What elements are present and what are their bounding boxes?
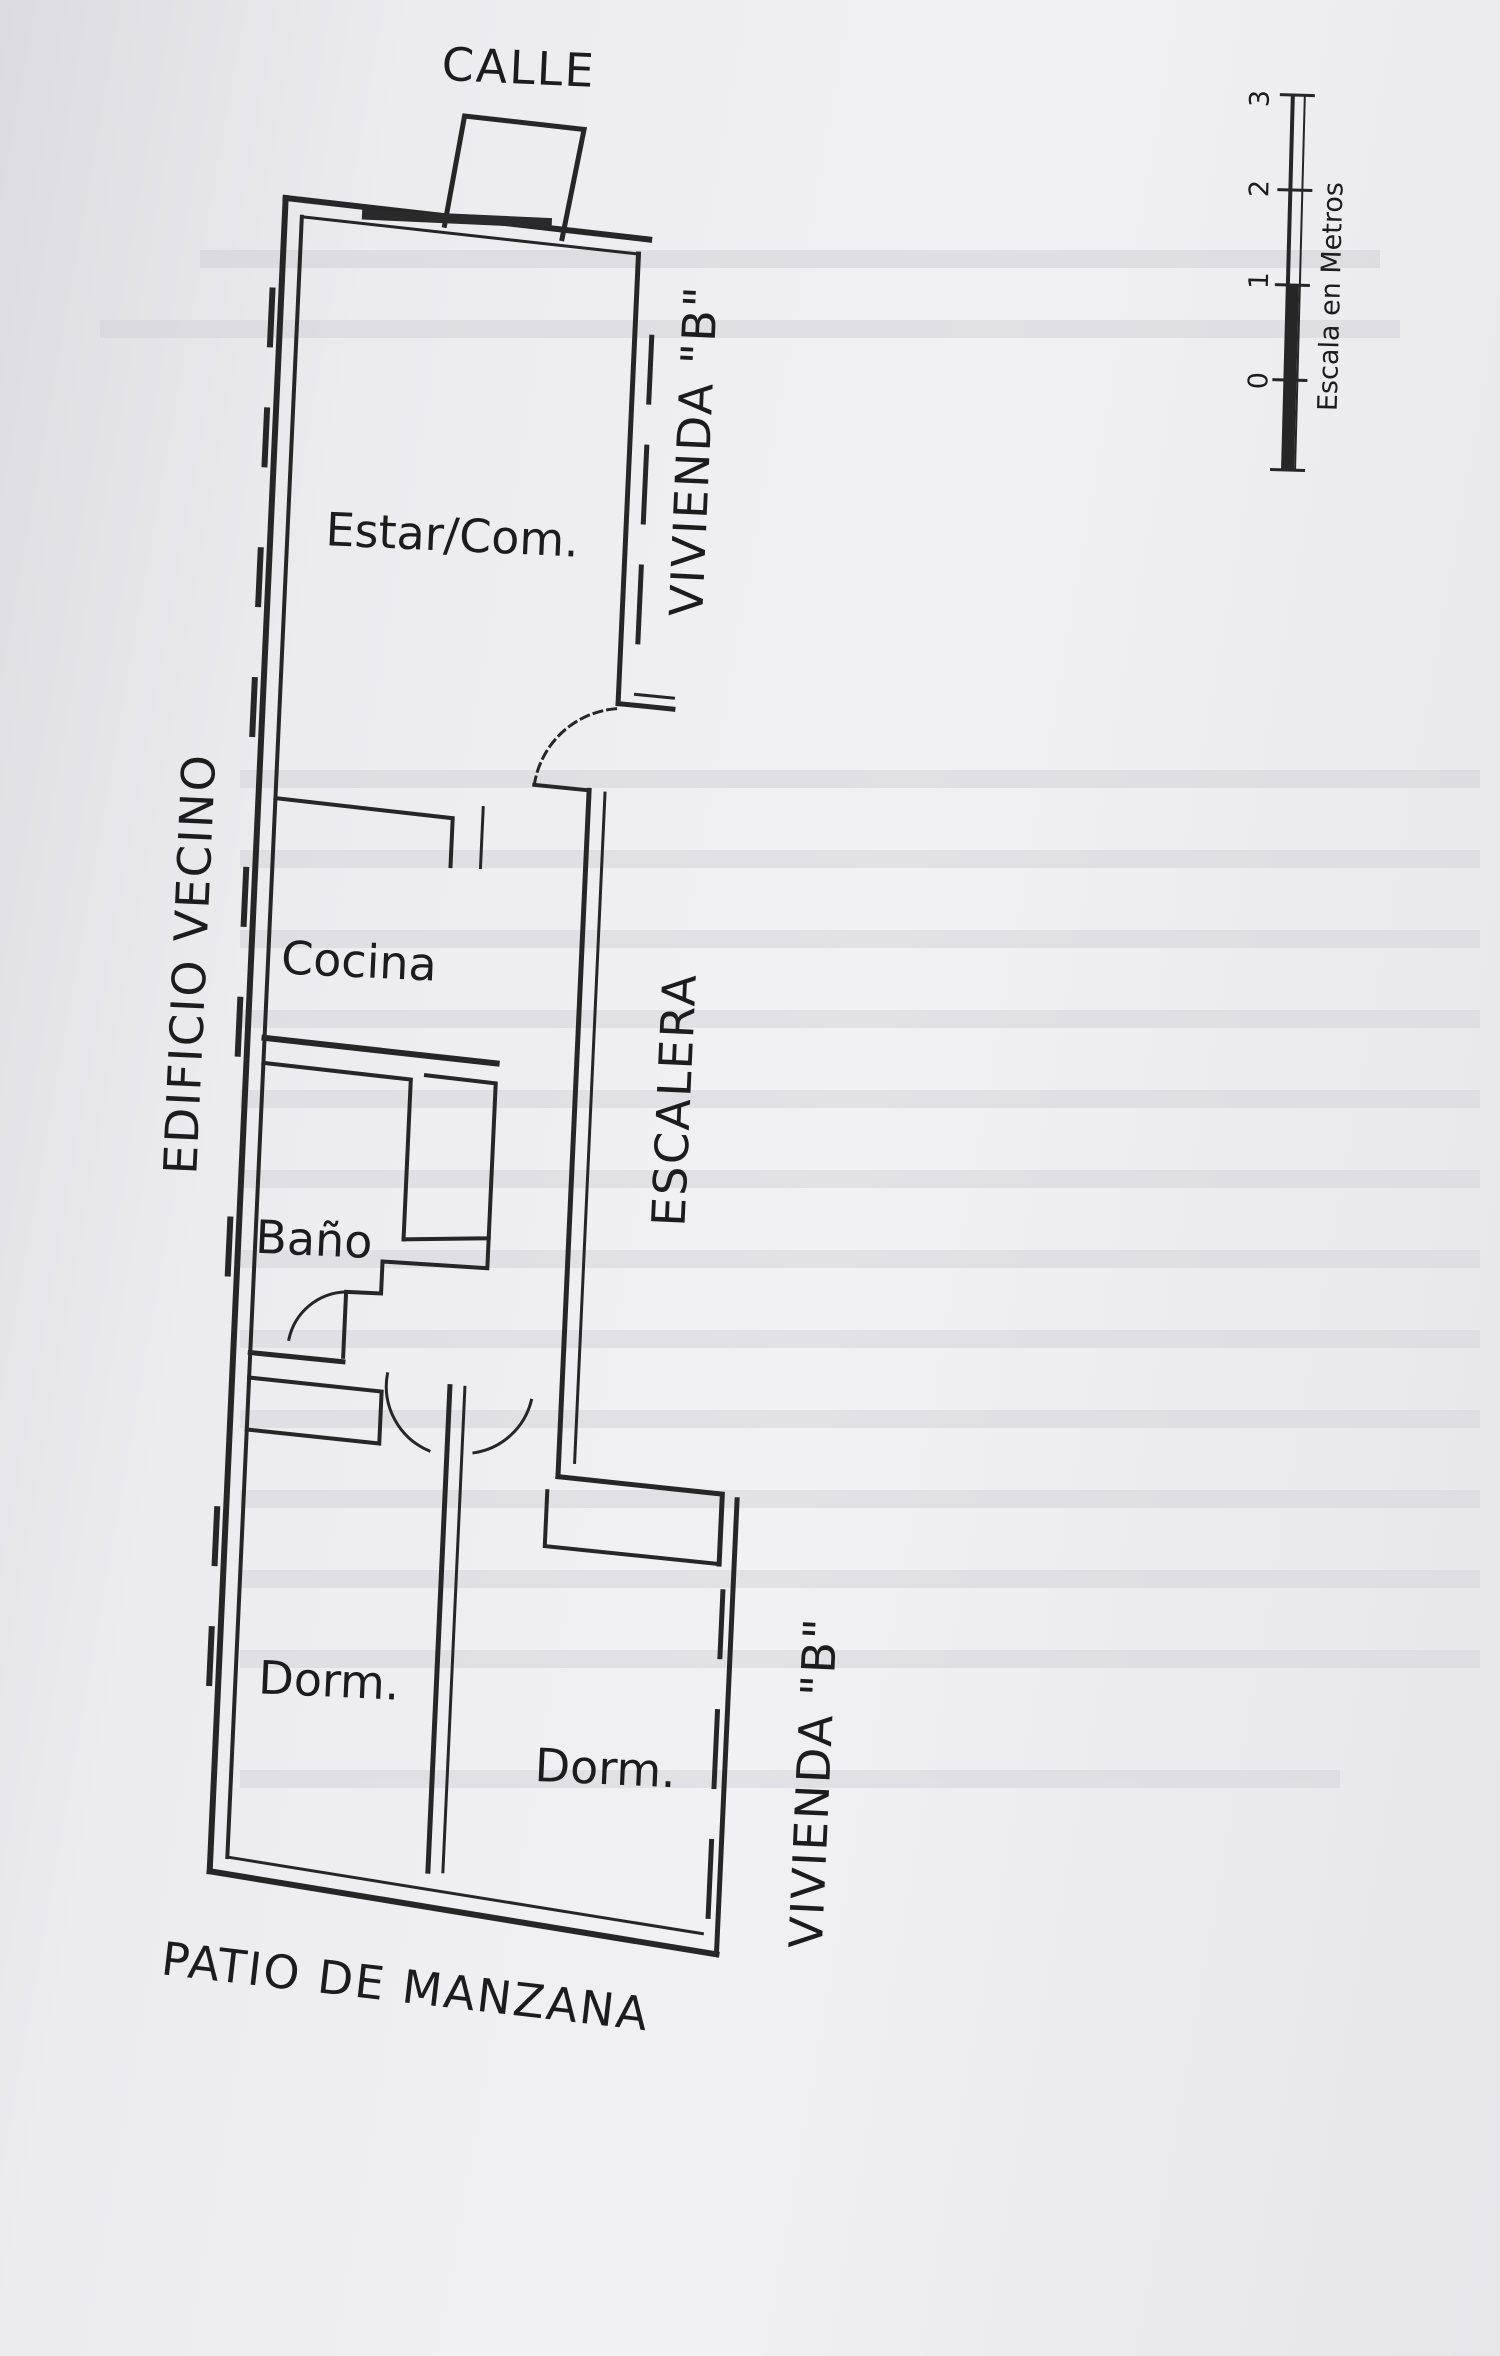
room-label-kitchen: Cocina bbox=[280, 931, 438, 992]
ghost-line bbox=[240, 1570, 1480, 1588]
wall-neighbor-outer bbox=[206, 194, 289, 1875]
ghost-line bbox=[240, 1330, 1480, 1348]
wardrobe-left bbox=[244, 1375, 384, 1446]
wall-dash bbox=[249, 676, 258, 738]
wall-kitchen-top bbox=[273, 795, 455, 869]
wall-dash bbox=[240, 866, 250, 927]
wall-window-sill bbox=[361, 209, 553, 229]
scale-tick bbox=[1274, 283, 1310, 288]
wall-dash bbox=[646, 334, 655, 405]
neighbor-wall-dashes bbox=[206, 287, 276, 1687]
room-label-bedroom-left: Dorm. bbox=[257, 1650, 400, 1710]
label-neighbor-building: EDIFICIO VECINO bbox=[153, 752, 226, 1175]
room-label-living: Estar/Com. bbox=[324, 502, 580, 567]
wall-dash bbox=[234, 996, 244, 1057]
scale-tick-label-0: 0 bbox=[1243, 372, 1274, 390]
scale-tick-label-1: 1 bbox=[1244, 272, 1275, 290]
entrance-door-jamb bbox=[532, 782, 592, 793]
ghost-line bbox=[240, 1090, 1480, 1108]
ghost-line bbox=[240, 1490, 1480, 1508]
scale-tick bbox=[1279, 93, 1315, 98]
wall-bedrooms-divider-inner bbox=[441, 1385, 467, 1874]
entrance-door-arc bbox=[532, 706, 620, 787]
bedroom-door-arc-left bbox=[384, 1372, 431, 1453]
wall-stairs-inner bbox=[573, 791, 607, 1464]
wall-dash bbox=[206, 1625, 215, 1687]
wall-courtyard-outer bbox=[206, 1867, 720, 1958]
wall-right-bedroom-top bbox=[555, 1473, 725, 1567]
scale-bar-fill bbox=[1284, 284, 1299, 471]
ghost-line bbox=[240, 930, 1480, 948]
wall-vivienda-b-upper bbox=[615, 251, 642, 707]
wall-stairs bbox=[555, 787, 592, 1480]
room-label-bath: Baño bbox=[254, 1210, 373, 1269]
ghost-line bbox=[100, 320, 1400, 338]
bath-door-arc bbox=[287, 1290, 348, 1342]
ghost-line bbox=[240, 1650, 1480, 1668]
wall-dash bbox=[705, 1838, 715, 1920]
wall-bath-step bbox=[341, 1236, 491, 1359]
wall-living-corner bbox=[615, 700, 676, 712]
ghost-line bbox=[240, 1170, 1480, 1188]
label-stairs: ESCALERA bbox=[641, 971, 706, 1227]
wall-dash bbox=[640, 444, 650, 525]
ghost-line bbox=[240, 1410, 1480, 1428]
ghost-line bbox=[240, 770, 1480, 788]
ghost-line bbox=[240, 1770, 1340, 1788]
scale-bar-axis-inner bbox=[1294, 95, 1306, 471]
scale-bar: 0 1 2 3 Escala en Metros bbox=[1243, 90, 1350, 472]
wall-bath-bottom bbox=[247, 1349, 346, 1365]
wardrobe-right bbox=[542, 1489, 722, 1567]
wall-courtyard-inner bbox=[225, 1855, 705, 1936]
wall-kitchen-bottom bbox=[261, 1034, 500, 1067]
wall-dash bbox=[711, 1709, 721, 1790]
label-street: CALLE bbox=[441, 37, 597, 98]
scale-tick bbox=[1277, 188, 1313, 193]
wall-dash bbox=[635, 564, 644, 645]
wall-bedrooms-divider bbox=[425, 1384, 453, 1874]
ghost-line bbox=[240, 1250, 1480, 1268]
scale-tick bbox=[1272, 378, 1308, 382]
ghost-line bbox=[200, 250, 1380, 268]
room-label-bedroom-right: Dorm. bbox=[534, 1738, 677, 1798]
street-balcony bbox=[441, 113, 588, 242]
wall-dash bbox=[224, 1216, 234, 1277]
wall-vivienda-b-lower bbox=[713, 1497, 740, 1957]
scale-tick-label-3: 3 bbox=[1245, 90, 1276, 108]
scale-bar-axis bbox=[1281, 94, 1295, 470]
scale-tick-label-2: 2 bbox=[1244, 180, 1275, 198]
wall-shaft bbox=[401, 1073, 498, 1242]
scale-title: Escala en Metros bbox=[1313, 182, 1350, 412]
wall-dash bbox=[211, 1506, 221, 1567]
ghost-line bbox=[240, 850, 1480, 868]
wall-dash bbox=[717, 1589, 726, 1660]
scale-tick bbox=[1269, 468, 1306, 472]
vivienda-b-lower-dashes bbox=[705, 1589, 726, 1920]
wall-street-inner bbox=[300, 215, 641, 256]
wall-dash bbox=[261, 407, 271, 468]
wall-bath-top bbox=[261, 1060, 413, 1242]
wall-dash bbox=[255, 547, 264, 608]
ghost-line bbox=[240, 1010, 1480, 1028]
wall-kitchen-door-jamb bbox=[478, 806, 485, 870]
vivienda-b-upper-dashes bbox=[635, 334, 655, 645]
wall-dash bbox=[266, 287, 276, 348]
show-through-text bbox=[100, 250, 1480, 1788]
label-courtyard: PATIO DE MANZANA bbox=[159, 1931, 653, 2041]
bedroom-door-arc-right bbox=[472, 1398, 534, 1455]
wall-living-corner-inner bbox=[633, 692, 676, 700]
